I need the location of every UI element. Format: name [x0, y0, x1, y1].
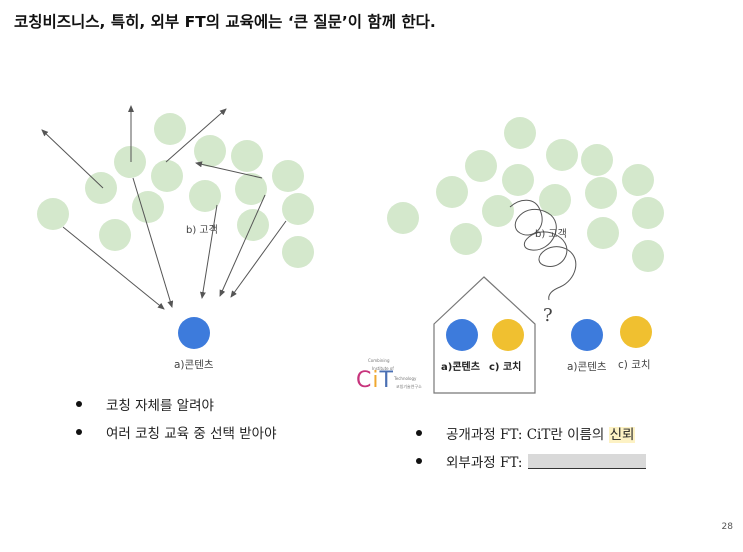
house-coach-circle — [492, 319, 524, 351]
customer-circle — [387, 202, 419, 234]
left-content-label: a)콘텐츠 — [174, 359, 214, 371]
logo-small-line: Technology — [394, 376, 417, 381]
left-content-circle — [178, 317, 210, 349]
logo-small-line: Institute of — [372, 366, 394, 371]
customer-circle — [482, 195, 514, 227]
customer-circle — [272, 160, 304, 192]
customer-circle — [539, 184, 571, 216]
customer-circle — [436, 176, 468, 208]
customer-circle — [450, 223, 482, 255]
logo-letter-i: i — [372, 368, 380, 393]
right-customer-circles — [387, 117, 664, 272]
bullet-text: 외부과정 FT: — [446, 451, 647, 471]
logo-letter-c: C — [356, 368, 373, 393]
logo-small-line: Combining — [368, 358, 390, 363]
bullet-dot — [76, 429, 82, 435]
customer-circle — [151, 160, 183, 192]
left-customer-label: b) 고객 — [186, 224, 218, 236]
customer-circle — [546, 139, 578, 171]
cit-logo: Combining Institute of Technology 코칭기술연구… — [356, 356, 436, 393]
customer-circle — [189, 180, 221, 212]
house-coach-label: c) 코치 — [489, 360, 521, 373]
slide-title: 코칭비즈니스, 특히, 외부 FT의 교육에는 ‘큰 질문’이 함께 한다. — [14, 13, 436, 31]
customer-circle — [99, 219, 131, 251]
customer-circle — [231, 140, 263, 172]
customer-circle — [622, 164, 654, 196]
blank-underline — [528, 454, 647, 469]
left-arrows — [41, 105, 287, 310]
customer-circle — [282, 193, 314, 225]
customer-circle — [85, 172, 117, 204]
customer-circle — [235, 173, 267, 205]
page-number: 28 — [721, 522, 733, 532]
customer-circle — [194, 135, 226, 167]
outside-coach-label: c) 코치 — [618, 359, 651, 371]
customer-circle — [585, 177, 617, 209]
bullet-text: 코칭 자체를 알려야 — [106, 398, 214, 414]
left-bullet-list: 코칭 자체를 알려야 여러 코칭 교육 중 선택 받아야 — [76, 394, 376, 454]
outward-arrow — [165, 108, 227, 163]
customer-circle — [465, 150, 497, 182]
customer-circle — [154, 113, 186, 145]
customer-circle — [237, 209, 269, 241]
customer-circle — [587, 217, 619, 249]
customer-circle — [282, 236, 314, 268]
outward-arrow — [41, 129, 104, 189]
customer-circle — [502, 164, 534, 196]
inward-arrow — [62, 226, 165, 310]
bullet-text-prefix: 공개과정 FT: CiT란 이름의 — [446, 427, 609, 443]
logo-letters: CiT — [356, 368, 394, 393]
left-customer-circles — [37, 113, 314, 268]
bullet-dot — [416, 458, 422, 464]
right-bullet-list: 공개과정 FT: CiT란 이름의 신뢰 외부과정 FT: — [416, 423, 736, 483]
customer-circle — [114, 146, 146, 178]
confused-path-scribble — [509, 199, 577, 301]
outside-content-circle — [571, 319, 603, 351]
bullet-dot — [76, 401, 82, 407]
bullet-text: 공개과정 FT: CiT란 이름의 신뢰 — [446, 423, 636, 443]
customer-circle — [632, 240, 664, 272]
inward-arrow — [230, 220, 287, 298]
customer-circle — [581, 144, 613, 176]
outside-coach-circle — [620, 316, 652, 348]
house-content-circle — [446, 319, 478, 351]
right-customer-label: b) 고객 — [535, 228, 567, 240]
logo-small-line: 코칭기술연구소 — [396, 384, 422, 389]
customer-circle — [132, 191, 164, 223]
trust-highlight: 신뢰 — [608, 427, 636, 443]
customer-circle — [632, 197, 664, 229]
bullet-dot — [416, 430, 422, 436]
logo-letter-t: T — [379, 368, 394, 393]
inward-arrow — [219, 194, 266, 297]
outside-content-label: a)콘텐츠 — [567, 361, 607, 373]
house-shape — [433, 276, 536, 394]
inward-arrow — [132, 177, 174, 308]
bullet-text: 여러 코칭 교육 중 선택 받아야 — [106, 426, 277, 442]
bullet-text-prefix: 외부과정 FT: — [446, 455, 523, 471]
customer-circle — [504, 117, 536, 149]
house-content-label: a)콘텐츠 — [441, 360, 480, 373]
outward-arrow — [195, 161, 263, 179]
customer-circle — [37, 198, 69, 230]
question-mark: ? — [543, 305, 553, 326]
inward-arrow — [199, 204, 218, 299]
